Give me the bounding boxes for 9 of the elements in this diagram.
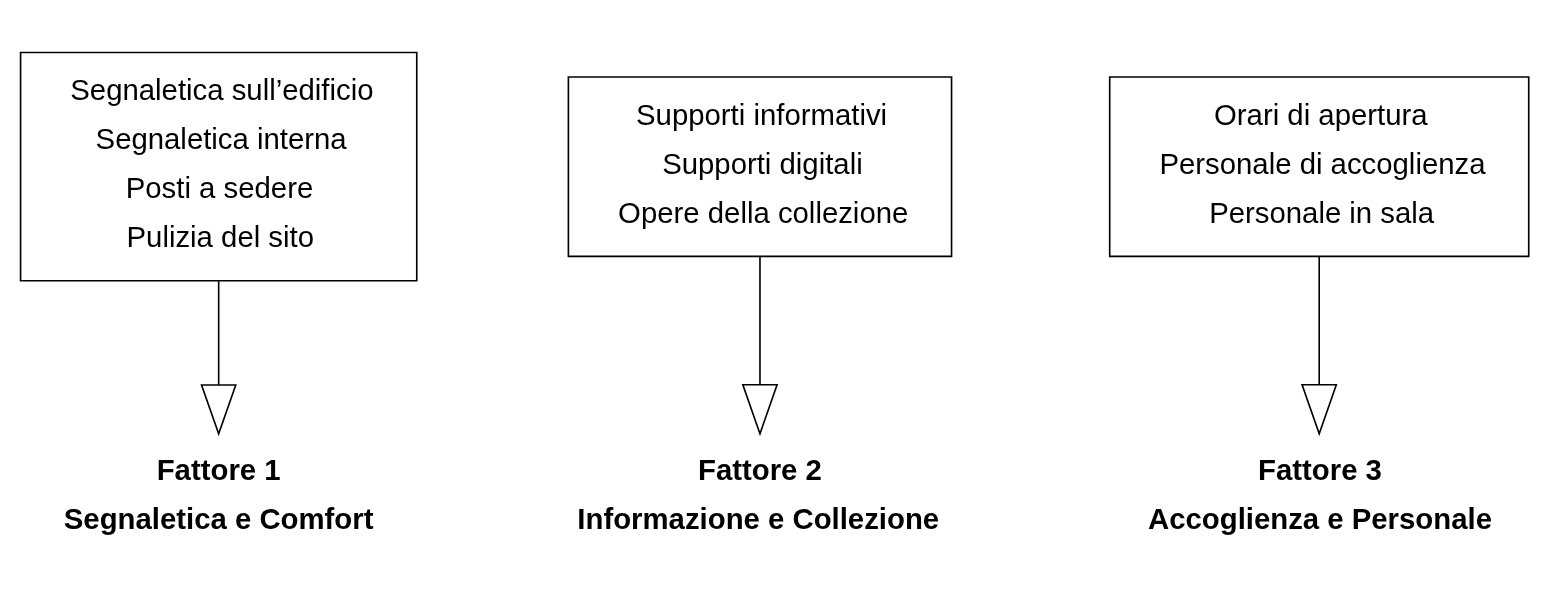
node-box: Orari di apertura Personale di accoglienza Personale in sala xyxy=(1108,75,1530,257)
arrow xyxy=(1300,255,1338,436)
node-box: Segnaletica sull’edificio Segnaletica interna Posti a sedere Pulizia del sito xyxy=(19,51,418,282)
node-text: Fattore 3 Accoglienza e Personale xyxy=(1148,452,1492,535)
arrow xyxy=(200,279,237,436)
node-box: Supporti informativi Supporti digitali Opere della collezione xyxy=(567,75,953,257)
node-text: Fattore 2 Informazione e Collezione xyxy=(577,452,940,535)
node-text: Fattore 1 Segnaletica e Comfort xyxy=(63,452,374,535)
arrow xyxy=(741,255,779,436)
